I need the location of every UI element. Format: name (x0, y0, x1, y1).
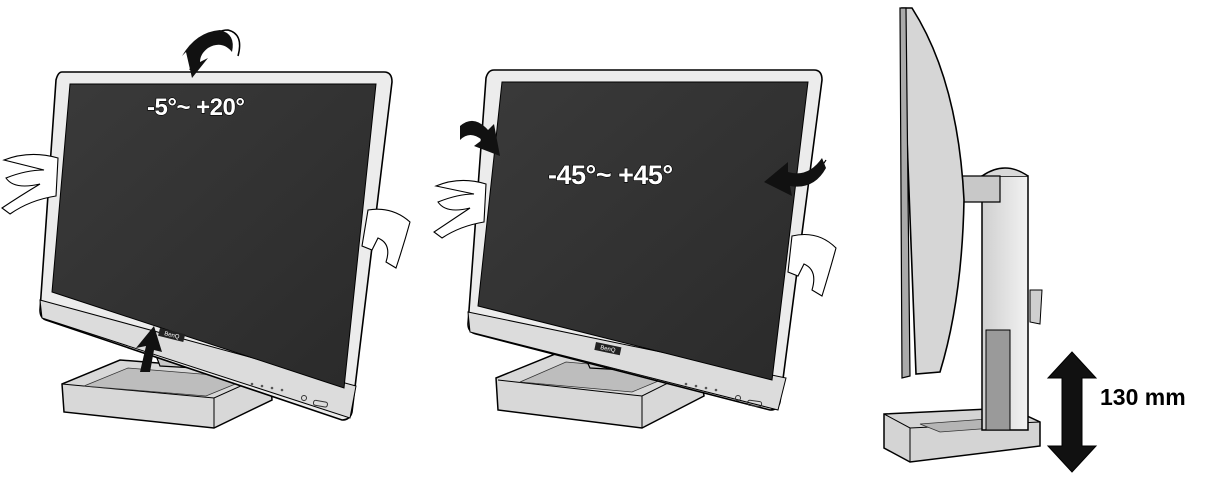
swivel-monitor: BenQ (434, 70, 836, 428)
swivel-range-label: -45°~ +45° (548, 160, 673, 191)
height-range-label: 130 mm (1100, 384, 1186, 411)
tilt-monitor: BenQ (2, 30, 410, 428)
height-monitor (884, 8, 1096, 472)
tilt-range-label: -5°~ +20° (147, 94, 244, 122)
